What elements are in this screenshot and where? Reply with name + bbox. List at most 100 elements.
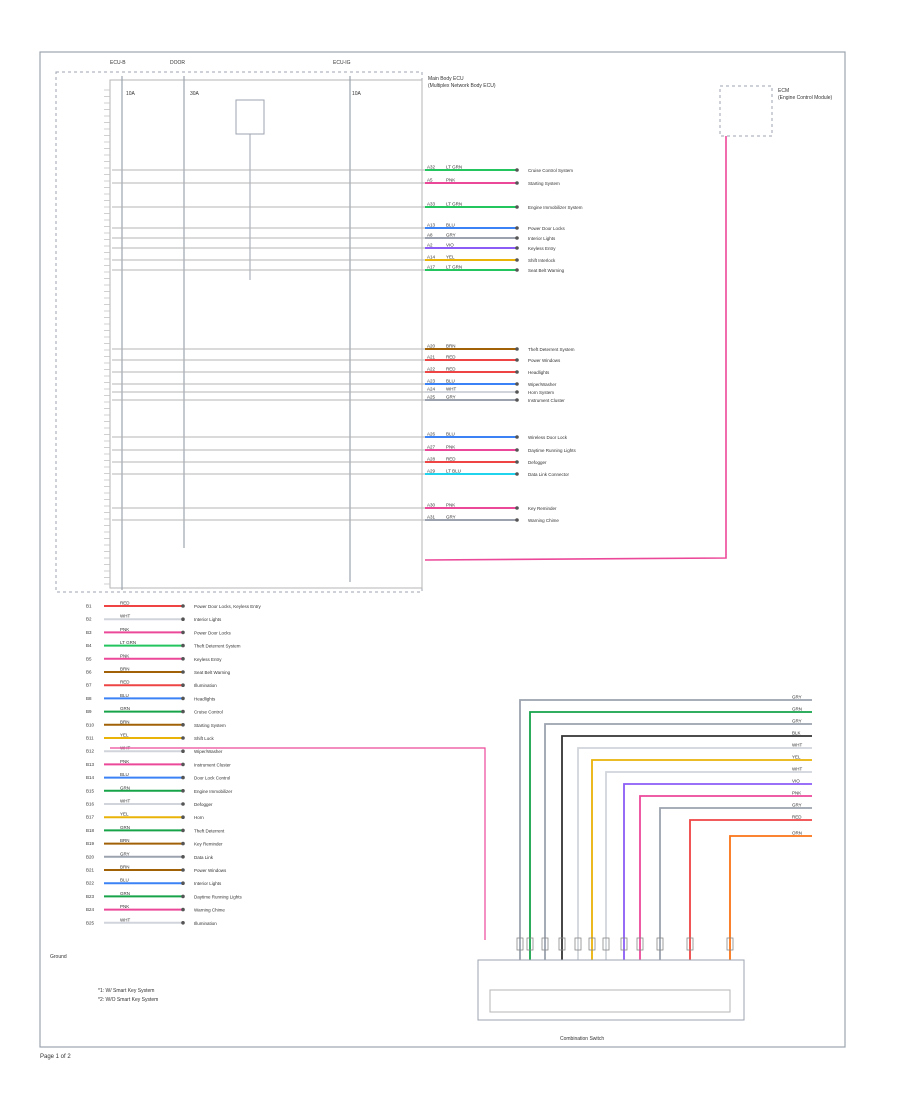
connector-pin bbox=[636, 937, 644, 951]
wire-destination: Defogger bbox=[194, 802, 213, 807]
wire-pin: B1 bbox=[86, 604, 92, 609]
wire-color: GRY bbox=[446, 395, 456, 400]
wire-color: WHT bbox=[120, 799, 130, 804]
wire-color: BRN bbox=[120, 838, 130, 843]
wire-color: BLU bbox=[120, 878, 129, 883]
connector-wire: BLK bbox=[558, 731, 812, 960]
wire-color: WHT bbox=[120, 917, 130, 922]
wire-pin: B16 bbox=[86, 802, 95, 807]
wire-color: PNK bbox=[120, 904, 129, 909]
wire-color: GRN bbox=[120, 891, 130, 896]
wire-destination: Daytime Running Lights bbox=[194, 894, 243, 899]
wire-color: PNK bbox=[120, 759, 129, 764]
wire-pin: A25 bbox=[427, 395, 436, 400]
wire-color: GRY bbox=[446, 515, 456, 520]
wire-pin: B12 bbox=[86, 749, 95, 754]
wire-pin: B21 bbox=[86, 868, 95, 873]
ecm-subtitle: (Engine Control Module) bbox=[778, 95, 833, 101]
module-subtitle: (Multiplex Network Body ECU) bbox=[428, 83, 496, 89]
wire-color: WHT bbox=[446, 387, 456, 392]
wire-pin: B19 bbox=[86, 841, 95, 846]
wire-color: ORN bbox=[792, 831, 802, 836]
wire-destination: Key Reminder bbox=[528, 506, 557, 511]
connector-pin bbox=[656, 937, 664, 951]
wire-color: RED bbox=[120, 601, 130, 606]
wire-color: BLK bbox=[792, 731, 801, 736]
wire-pin: A17 bbox=[427, 265, 436, 270]
wire-destination: Cruise Control bbox=[194, 710, 223, 715]
wire-destination: Power Windows bbox=[194, 868, 227, 873]
wire-pin: B7 bbox=[86, 683, 92, 688]
wire-pin: B18 bbox=[86, 828, 95, 833]
wire-pin: A8 bbox=[427, 233, 433, 238]
ecm-wire bbox=[424, 136, 727, 561]
wire-pin: B2 bbox=[86, 617, 92, 622]
wire-color: BRN bbox=[120, 865, 130, 870]
note-1: *1: W/ Smart Key System bbox=[98, 988, 154, 994]
wire-color: YEL bbox=[792, 755, 801, 760]
wire-destination: Horn System bbox=[528, 390, 554, 395]
wire-color: BLU bbox=[446, 432, 455, 437]
connector-wire: WHT bbox=[574, 743, 812, 960]
connector-wire: RED bbox=[686, 815, 812, 960]
wire-color: GRN bbox=[120, 785, 130, 790]
wire-color: LT BLU bbox=[446, 469, 461, 474]
lower-left-wire: B25 WHT Illumination bbox=[86, 917, 217, 926]
ecu-inner-box bbox=[109, 79, 423, 589]
wire-color: LT GRN bbox=[446, 202, 462, 207]
wire-destination: Starting System bbox=[194, 723, 226, 728]
wire-destination: Shift Lock bbox=[194, 736, 215, 741]
wire-pin: B25 bbox=[86, 920, 95, 925]
wire-color: RED bbox=[446, 367, 456, 372]
wire-color: BLU bbox=[120, 693, 129, 698]
wire-destination: Power Door Locks bbox=[528, 226, 566, 231]
wire-color: VIO bbox=[446, 243, 454, 248]
wire-pin: B14 bbox=[86, 775, 95, 780]
wire-pin: A30 bbox=[427, 503, 436, 508]
connector-pin bbox=[574, 937, 582, 951]
wire-destination: Interior Lights bbox=[194, 617, 222, 622]
wire-destination: Horn bbox=[194, 815, 204, 820]
note-2: *2: W/O Smart Key System bbox=[98, 997, 158, 1003]
wire-destination: Starting System bbox=[528, 181, 560, 186]
ecm-title: ECM bbox=[778, 88, 789, 94]
wire-color: GRY bbox=[446, 233, 456, 238]
wire-destination: Power Door Locks bbox=[194, 630, 232, 635]
wire-destination: Key Reminder bbox=[194, 842, 223, 847]
wire-color: PNK bbox=[446, 445, 455, 450]
connector-pin bbox=[602, 937, 610, 951]
combination-switch: Combination Switch bbox=[477, 959, 745, 1042]
page-label: Page 1 of 2 bbox=[40, 1054, 71, 1060]
wire-destination: Keyless Entry bbox=[194, 657, 222, 662]
wire-color: WHT bbox=[792, 767, 802, 772]
wire-color: PNK bbox=[120, 627, 129, 632]
wire-pin: A32 bbox=[427, 165, 436, 170]
wire-destination: Data Link Connector bbox=[528, 472, 570, 477]
wire-color: GRN bbox=[792, 707, 802, 712]
wire-destination: Wireless Door Lock bbox=[528, 435, 568, 440]
wire-color: LT GRN bbox=[120, 640, 136, 645]
wire-destination: Instrument Cluster bbox=[528, 398, 565, 403]
connector-pin bbox=[620, 937, 628, 951]
wire-color: BLU bbox=[446, 223, 455, 228]
wire-destination: Illumination bbox=[194, 921, 217, 926]
wire-destination: Defogger bbox=[528, 460, 547, 465]
wire-destination: Headlights bbox=[194, 696, 216, 701]
diagram-border bbox=[39, 51, 846, 1048]
connector-wire: GRY bbox=[516, 695, 812, 960]
wire-destination: Wiper/Washer bbox=[194, 749, 223, 754]
fuse-name: ECU-IG bbox=[333, 60, 351, 66]
